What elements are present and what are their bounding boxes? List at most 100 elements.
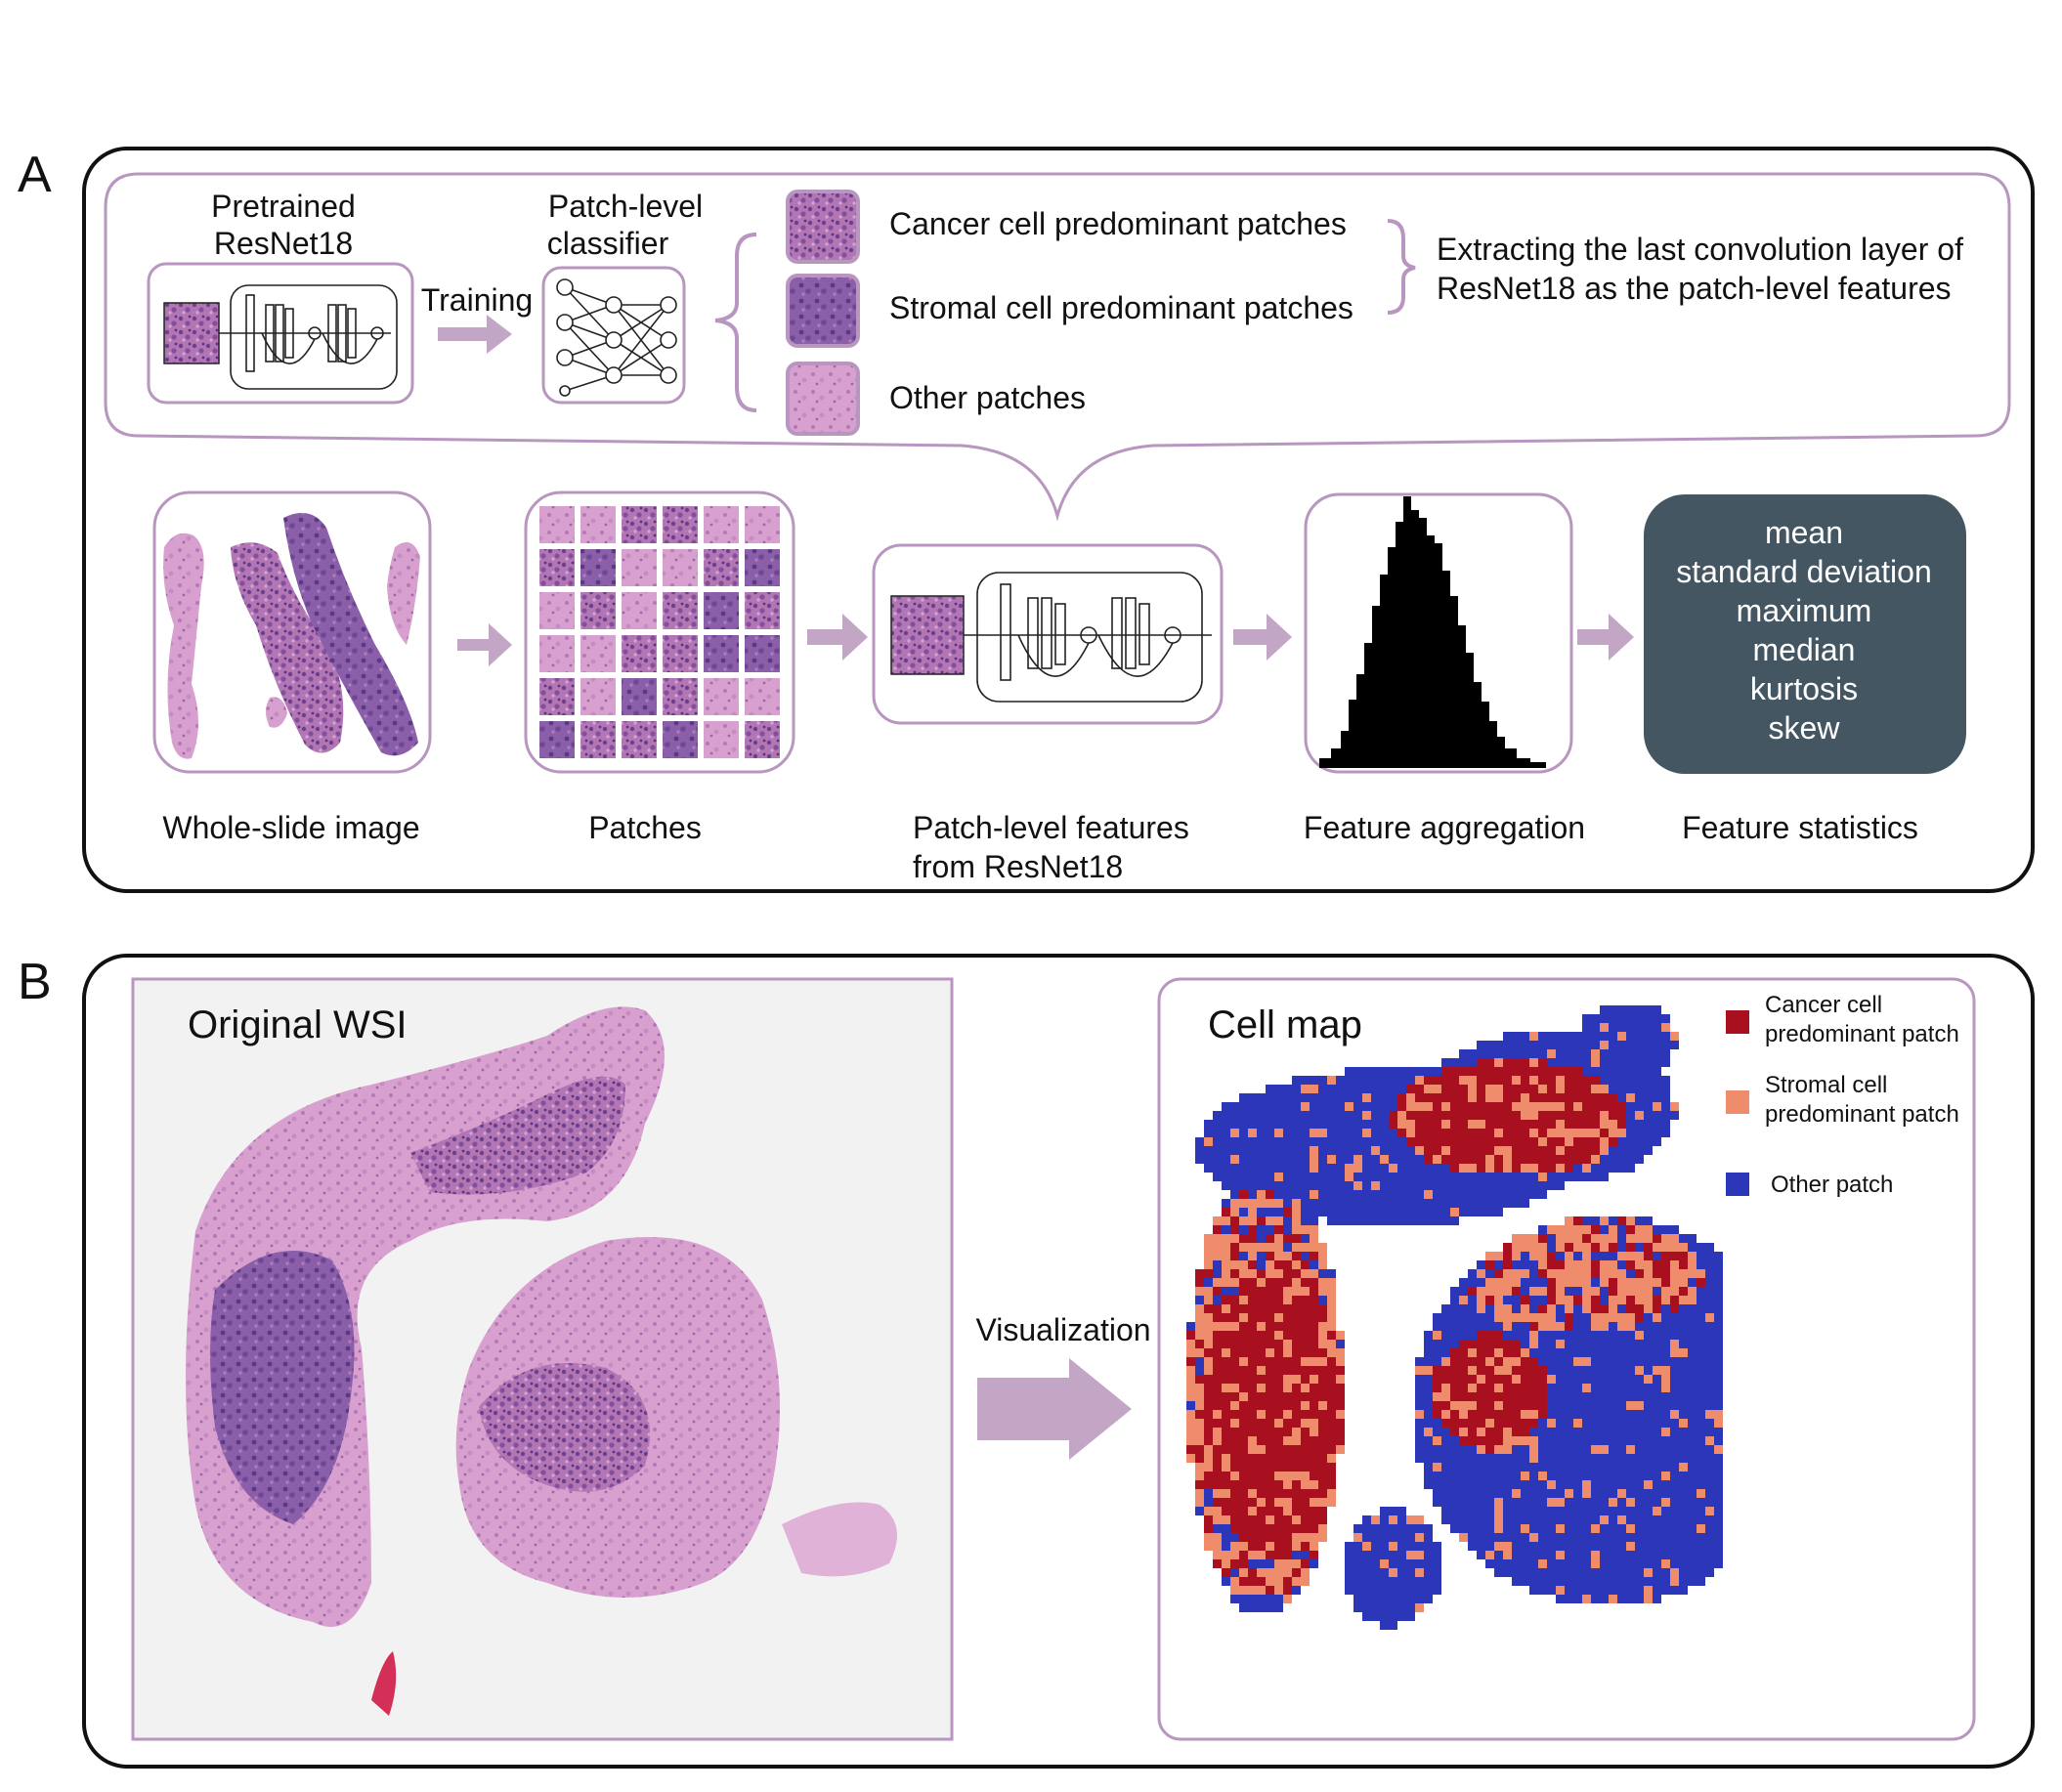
cell-map-pixel [1494,1384,1503,1392]
cell-map-pixel [1635,1041,1644,1049]
patch-tile [745,635,780,672]
cell-map-pixel [1204,1357,1213,1366]
cell-map-pixel [1424,1595,1433,1603]
cell-map-pixel [1257,1296,1266,1304]
cell-map-pixel [1661,1463,1670,1472]
cell-map-pixel [1485,1260,1494,1269]
cell-map-pixel [1230,1313,1239,1322]
cell-map-pixel [1521,1085,1529,1093]
cell-map-pixel [1301,1093,1310,1102]
cell-map-pixel [1204,1384,1213,1392]
cell-map-pixel [1292,1269,1301,1278]
cell-map-pixel [1292,1164,1301,1173]
cell-map-pixel [1380,1603,1389,1612]
cell-map-pixel [1635,1155,1644,1164]
cell-map-pixel [1529,1322,1538,1331]
cell-map-pixel [1485,1533,1494,1542]
cell-map-pixel [1653,1454,1661,1463]
cell-map-pixel [1239,1340,1248,1348]
cell-map-pixel [1688,1384,1697,1392]
cell-map-pixel [1609,1445,1617,1454]
caption-patches: Patches [588,810,702,845]
cell-map-pixel [1600,1375,1609,1384]
cell-map-pixel [1345,1173,1353,1181]
cell-map-pixel [1301,1278,1310,1287]
cell-map-pixel [1274,1322,1283,1331]
cell-map-pixel [1353,1155,1362,1164]
cell-map-pixel [1459,1049,1468,1058]
other-patch-thumbnail [786,362,860,436]
cell-map-pixel [1222,1322,1230,1331]
cell-map-pixel [1222,1366,1230,1375]
cell-map-pixel [1547,1577,1556,1586]
cell-map-pixel [1362,1603,1371,1612]
cell-map-pixel [1529,1260,1538,1269]
cell-map-pixel [1538,1058,1547,1067]
cell-map-pixel [1274,1375,1283,1384]
cell-map-pixel [1688,1559,1697,1568]
cell-map-pixel [1336,1173,1345,1181]
cell-map-pixel [1239,1208,1248,1216]
cell-map-pixel [1380,1621,1389,1630]
cell-map-pixel [1591,1146,1600,1155]
cell-map-pixel [1353,1216,1362,1225]
cell-map-pixel [1485,1392,1494,1401]
cell-map-pixel [1582,1041,1591,1049]
cell-map-pixel [1705,1348,1714,1357]
cell-map-pixel [1582,1384,1591,1392]
cell-map-pixel [1353,1120,1362,1129]
cell-map-pixel [1556,1410,1565,1419]
cell-map-pixel [1292,1234,1301,1243]
cell-map-pixel [1195,1155,1204,1164]
cell-map-pixel [1609,1577,1617,1586]
cell-map-pixel [1441,1146,1450,1155]
cell-map-pixel [1626,1348,1635,1357]
cell-map-pixel [1573,1340,1582,1348]
cell-map-pixel [1257,1524,1266,1533]
cell-map-pixel [1538,1542,1547,1551]
cell-map-pixel [1670,1234,1679,1243]
cell-map-pixel [1433,1445,1441,1454]
cell-map-pixel [1406,1577,1415,1586]
cell-map-pixel [1441,1067,1450,1076]
cell-map-pixel [1450,1401,1459,1410]
cell-map-pixel [1521,1577,1529,1586]
cell-map-pixel [1591,1533,1600,1542]
cell-map-pixel [1661,1568,1670,1577]
caption-features-line1: Patch-level features [913,810,1189,845]
cell-map-pixel [1556,1058,1565,1067]
cell-map-pixel [1239,1120,1248,1129]
cell-map-pixel [1556,1260,1565,1269]
cell-map-pixel [1591,1595,1600,1603]
cell-map-pixel [1441,1401,1450,1410]
cell-map-pixel [1380,1568,1389,1577]
cell-map-pixel [1450,1111,1459,1120]
cell-map-pixel [1565,1278,1573,1287]
cell-map-pixel [1653,1032,1661,1041]
cell-map-pixel [1529,1102,1538,1111]
cell-map-pixel [1503,1445,1512,1454]
cell-map-pixel [1556,1155,1565,1164]
cell-map-pixel [1345,1155,1353,1164]
cell-map-pixel [1213,1419,1222,1428]
cell-map-pixel [1406,1085,1415,1093]
cell-map-pixel [1397,1208,1406,1216]
cell-map-pixel [1239,1348,1248,1357]
cell-map-pixel [1679,1507,1688,1515]
cell-map-pixel [1441,1366,1450,1375]
cell-map-pixel [1283,1208,1292,1216]
cell-map-pixel [1213,1507,1222,1515]
cell-map-pixel [1415,1392,1424,1401]
cell-map-pixel [1239,1586,1248,1595]
arrow-aggregation-to-statistics [1577,614,1634,661]
cell-map-pixel [1573,1384,1582,1392]
cell-map-pixel [1705,1410,1714,1419]
cell-map-pixel [1441,1428,1450,1436]
cell-map-pixel [1353,1076,1362,1085]
cell-map-pixel [1186,1445,1195,1454]
cell-map-pixel [1485,1551,1494,1559]
cell-map-pixel [1582,1480,1591,1489]
cell-map-pixel [1670,1568,1679,1577]
cell-map-pixel [1353,1533,1362,1542]
cell-map-pixel [1301,1419,1310,1428]
